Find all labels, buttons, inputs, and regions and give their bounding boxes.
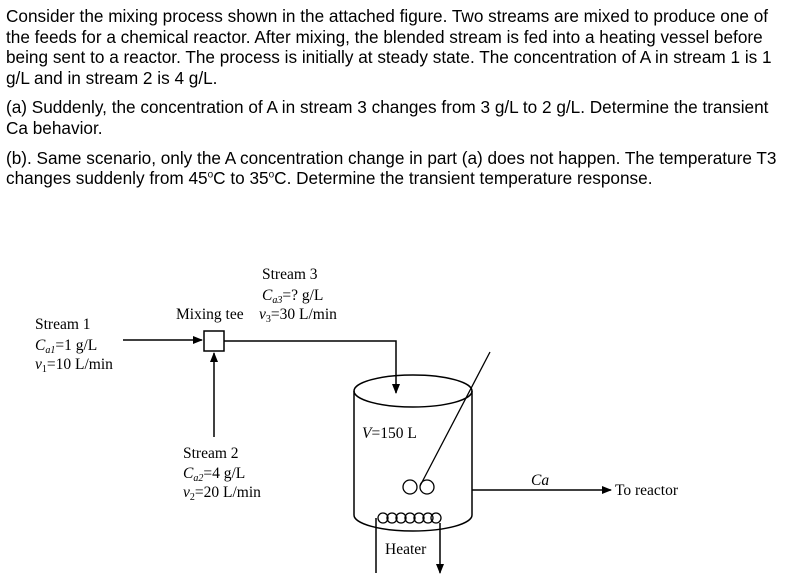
stream1-concentration: Ca1=1 g/L: [35, 337, 97, 356]
stirrer-shaft: [419, 351, 491, 487]
stream3-title: Stream 3: [262, 266, 318, 283]
problem-statement: Consider the mixing process shown in the…: [6, 6, 781, 198]
stream3-line: [224, 340, 400, 394]
stream3-concentration: Ca3=? g/L: [262, 287, 323, 306]
degree-sign-1: o: [207, 169, 214, 181]
stream2-concentration: Ca2=4 g/L: [183, 465, 245, 484]
to-reactor-label: To reactor: [615, 482, 679, 499]
part-b-text-3: C. Determine the transient temperature r…: [274, 168, 653, 189]
stream3-flow: v3=30 L/min: [259, 306, 337, 325]
mixing-tee-box: [203, 330, 225, 352]
heater-coil-icon: [375, 512, 442, 573]
part-b-text-1: (b). Same scenario, only the A concentra…: [6, 147, 777, 189]
problem-part-b: (b). Same scenario, only the A concentra…: [6, 148, 781, 189]
outlet-ca-label: Ca: [531, 472, 549, 489]
heater-label: Heater: [385, 541, 427, 558]
mixing-tee-label: Mixing tee: [176, 306, 244, 323]
stirrer-icon: [402, 479, 435, 495]
problem-part-a: (a) Suddenly, the concentration of A in …: [6, 97, 769, 138]
stream1-title: Stream 1: [35, 316, 91, 333]
degree-sign-2: o: [268, 169, 275, 181]
stream2-title: Stream 2: [183, 445, 239, 462]
problem-intro: Consider the mixing process shown in the…: [6, 6, 772, 88]
part-b-text-2: C to 35: [213, 168, 269, 189]
tank-volume-label: V=150 L: [362, 425, 417, 442]
stream1-flow: v1=10 L/min: [35, 356, 113, 375]
tank-top: [353, 374, 473, 408]
stream2-flow: v2=20 L/min: [183, 484, 261, 503]
tank-body: [353, 391, 473, 532]
